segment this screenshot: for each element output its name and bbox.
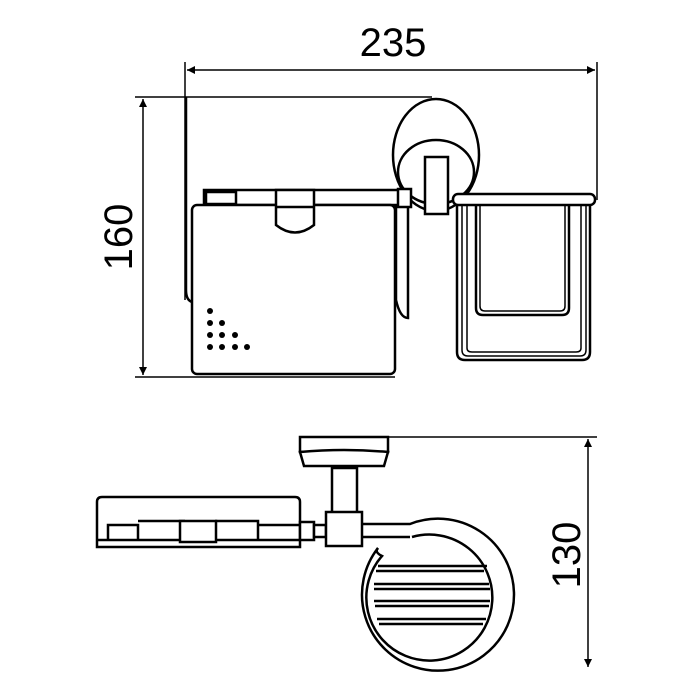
front-view bbox=[184, 97, 597, 376]
top-view bbox=[95, 435, 516, 672]
post bbox=[330, 466, 359, 515]
soap-dish-slats bbox=[374, 564, 490, 626]
cover-tab bbox=[274, 188, 316, 234]
width-dimension: 235 bbox=[184, 21, 598, 300]
cup-holder bbox=[455, 205, 592, 362]
depth-label: 130 bbox=[545, 522, 589, 589]
width-label: 235 bbox=[360, 21, 427, 65]
connector bbox=[324, 510, 364, 548]
dot-pattern bbox=[207, 308, 250, 350]
mount-bracket bbox=[423, 155, 450, 216]
cup-rim bbox=[451, 192, 597, 207]
height-dimension: 160 bbox=[97, 96, 432, 378]
height-label: 160 bbox=[97, 204, 141, 271]
depth-dimension: 130 bbox=[300, 436, 597, 667]
